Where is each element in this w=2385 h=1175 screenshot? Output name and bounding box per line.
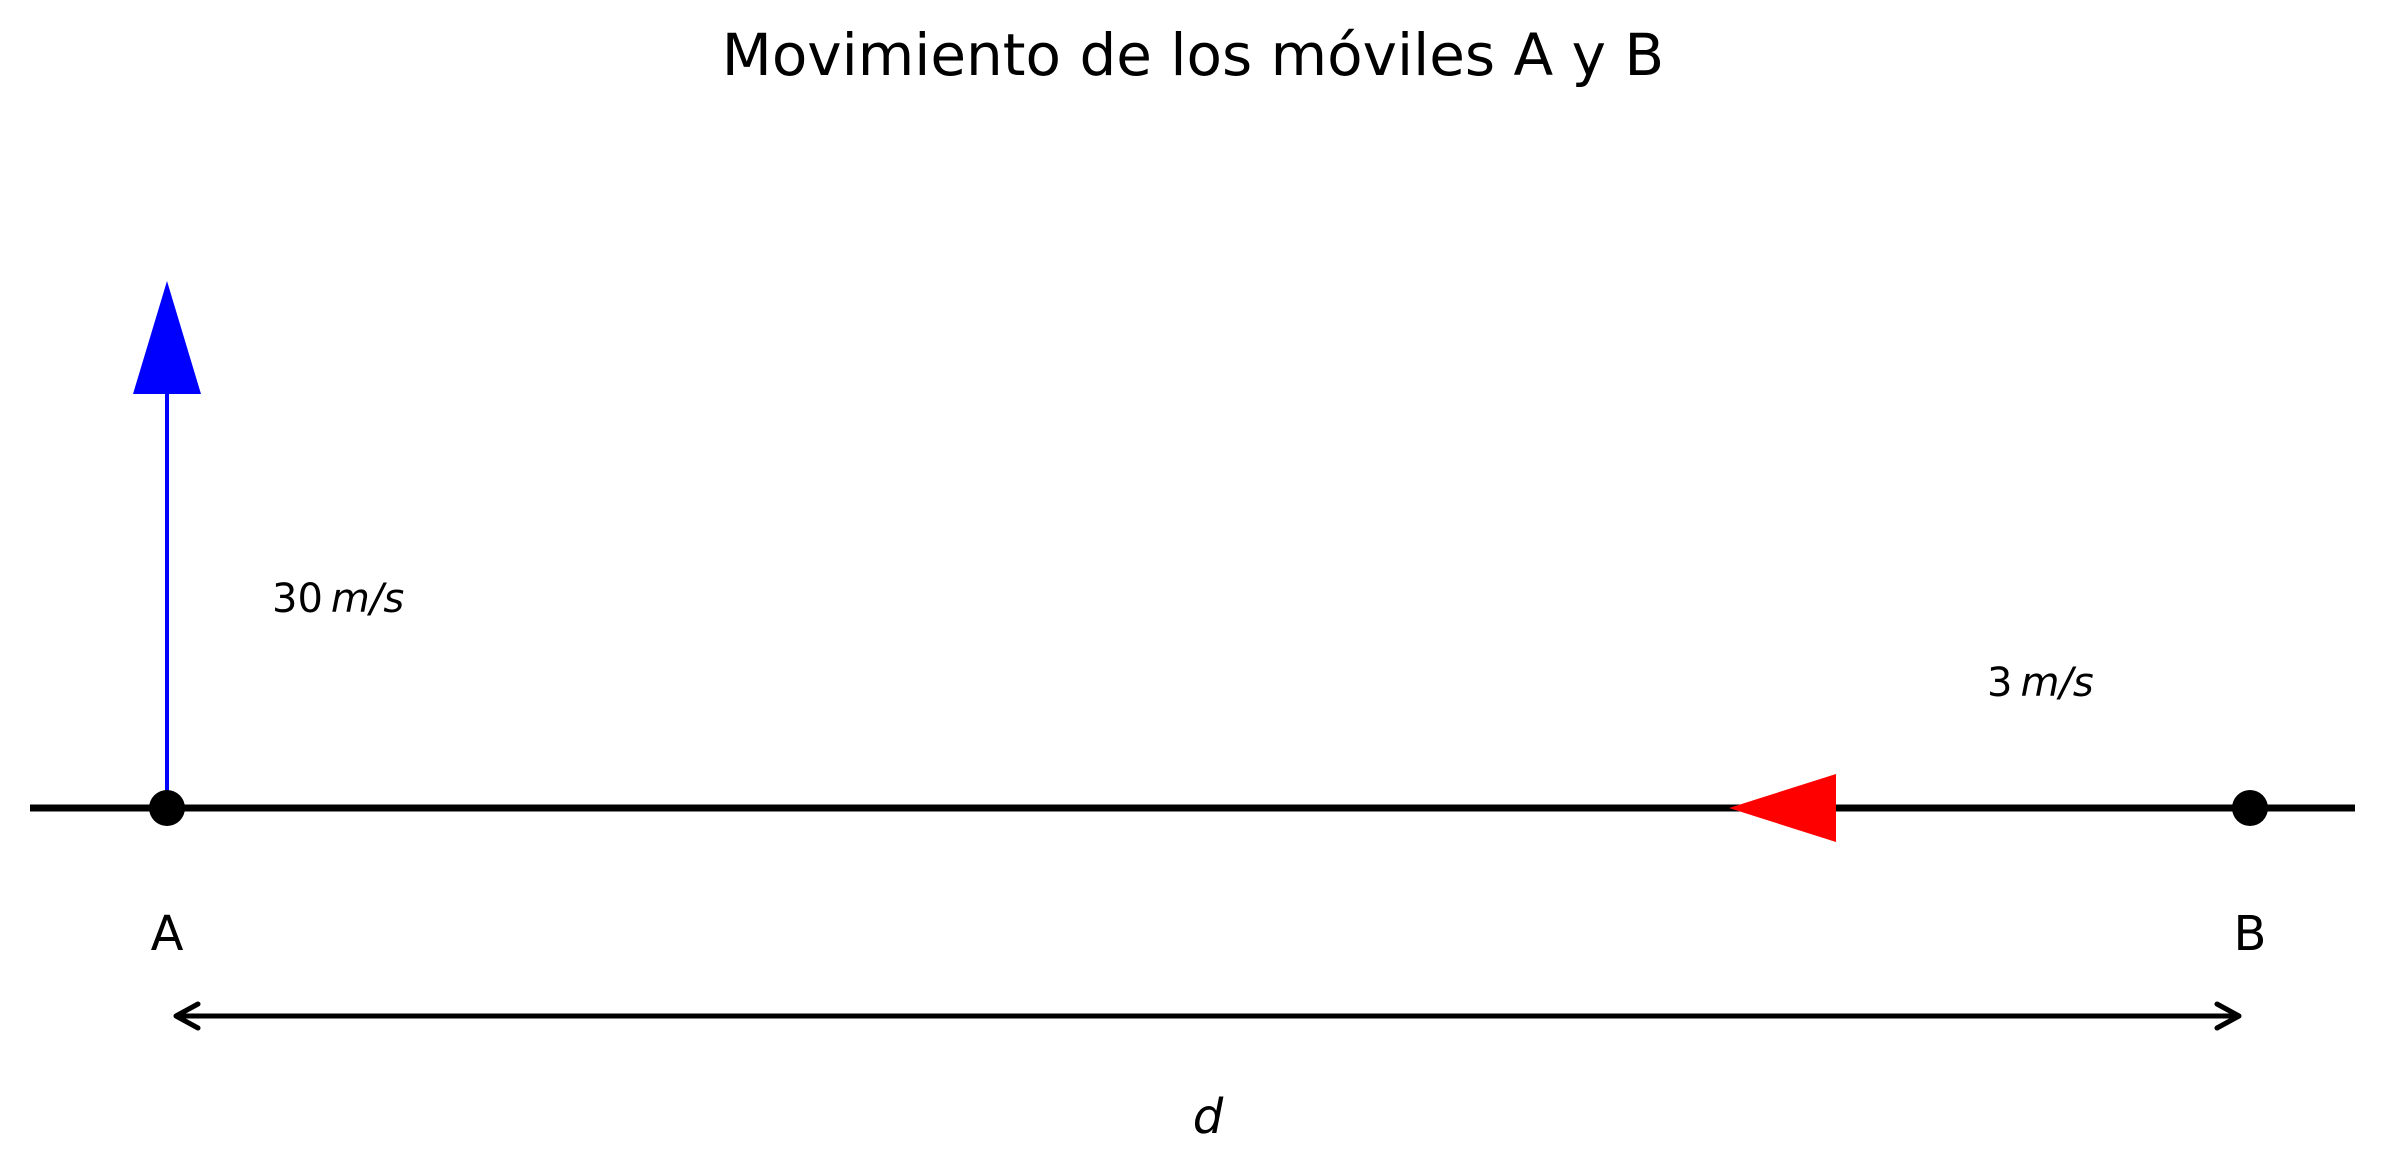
velocity-arrow-a — [133, 281, 201, 808]
velocity-arrow-b-head — [1729, 774, 1836, 842]
distance-arrow-left-head — [173, 1001, 201, 1031]
velocity-value-a: 30 — [272, 576, 323, 622]
velocity-unit-b: m/s — [2020, 660, 2093, 706]
distance-arrow-right-head — [2214, 1001, 2242, 1031]
velocity-arrow-a-head — [133, 281, 201, 394]
point-b-label: B — [2234, 906, 2267, 962]
velocity-value-b: 3 — [1987, 660, 2012, 706]
velocity-unit-a: m/s — [331, 576, 404, 622]
distance-arrow — [173, 1001, 2242, 1031]
distance-label: d — [1193, 1089, 1224, 1145]
diagram-title: Movimiento de los móviles A y B — [722, 21, 1664, 89]
point-a-marker — [149, 790, 185, 826]
point-b-marker — [2232, 790, 2268, 826]
point-a-label: A — [151, 906, 184, 962]
